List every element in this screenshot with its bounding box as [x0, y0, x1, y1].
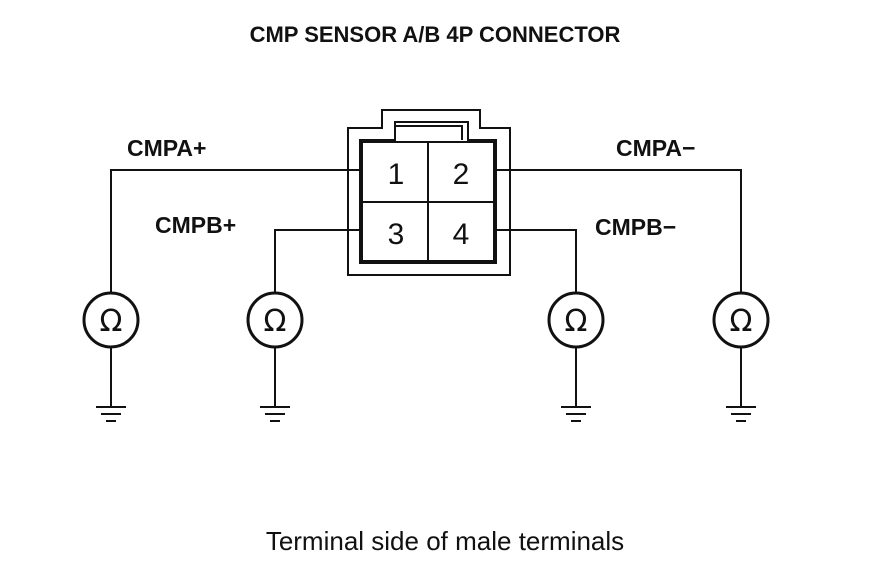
ground-icon: [726, 406, 756, 422]
pin-4-label: 4: [453, 218, 470, 251]
pin-1-label: 1: [388, 158, 405, 191]
wire-label-cmpb-plus: CMPB+: [155, 212, 236, 238]
ground-icon: [561, 406, 591, 422]
ohm-symbol-icon: Ω: [730, 304, 753, 339]
diagram-caption: Terminal side of male terminals: [266, 526, 624, 556]
wire-label-cmpb-minus: CMPB−: [595, 214, 676, 240]
connector-outer-housing: [347, 109, 511, 276]
wire-cmpa-minus: [494, 169, 742, 293]
ohm-symbol-icon: Ω: [264, 304, 287, 339]
ground-icon: [260, 406, 290, 422]
ohmmeter-cmpa-minus: Ω: [712, 291, 770, 422]
wire-label-cmpa-minus: CMPA−: [616, 135, 695, 161]
wire-cmpa-plus: [110, 169, 362, 293]
ohmmeter-cmpb-plus: Ω: [246, 291, 304, 422]
ground-icon: [96, 406, 126, 422]
connector-lock-tab: [394, 125, 463, 140]
wire-cmpb-plus: [274, 229, 362, 293]
ohmmeter-cmpb-minus: Ω: [547, 291, 605, 422]
pin-2-label: 2: [453, 158, 470, 191]
wire-cmpb-minus: [494, 229, 577, 293]
ohmmeter-cmpa-plus: Ω: [82, 291, 140, 422]
ohm-symbol-icon: Ω: [565, 304, 588, 339]
pin-3-label: 3: [388, 218, 405, 251]
ohm-symbol-icon: Ω: [100, 304, 123, 339]
connector-4p: 1 2 3 4: [347, 109, 511, 276]
diagram-title: CMP SENSOR A/B 4P CONNECTOR: [250, 22, 621, 47]
wire-label-cmpa-plus: CMPA+: [127, 135, 206, 161]
